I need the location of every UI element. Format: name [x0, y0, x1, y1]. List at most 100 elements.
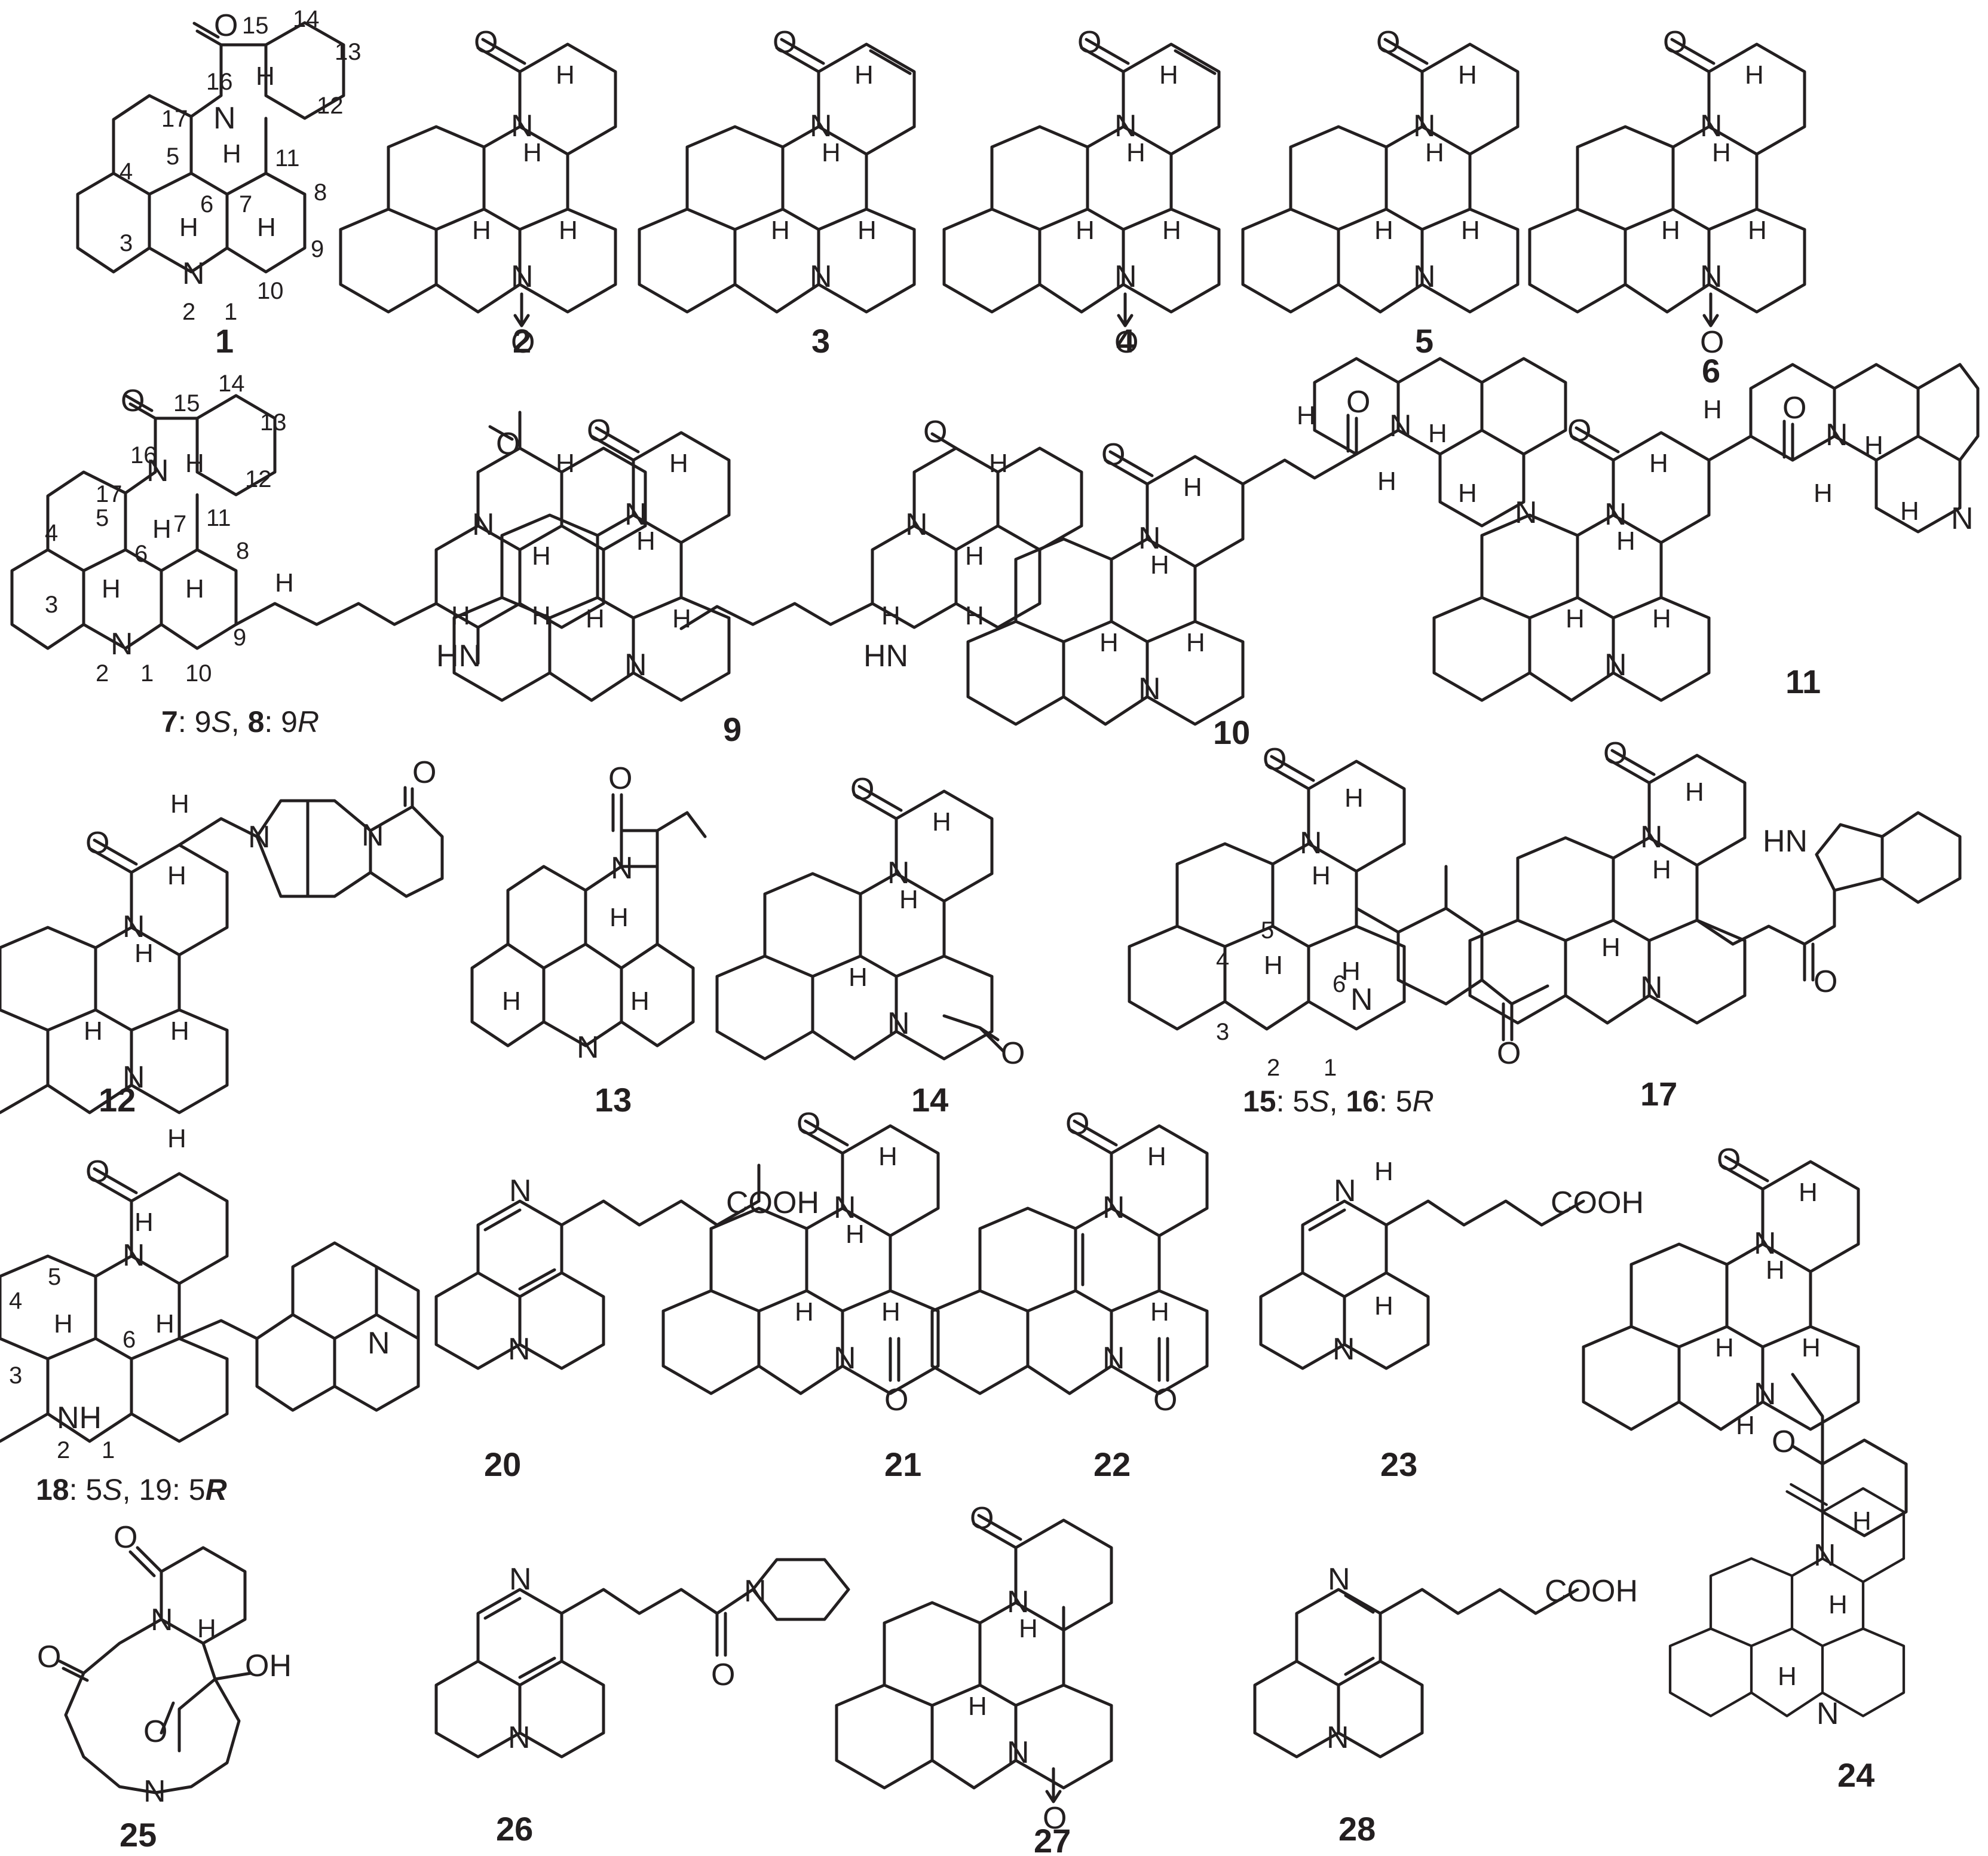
position-5: 5	[96, 505, 109, 531]
position-10: 10	[257, 278, 284, 304]
h-label: H	[167, 861, 186, 890]
compound-label-27: 27	[1034, 1822, 1071, 1856]
indoline-nitrogen: N	[1350, 982, 1373, 1017]
h-label: H	[857, 216, 877, 245]
compound-25-structure: O N O O N OH H	[37, 1520, 292, 1809]
carbonyl-oxygen: O	[496, 427, 520, 461]
pyridone-nitrogen: N	[362, 818, 384, 853]
h-label: H	[586, 604, 605, 633]
h-label: H	[636, 526, 655, 556]
n-oxide-oxygen: O	[1114, 325, 1138, 360]
carbonyl-oxygen: O	[1603, 736, 1627, 771]
compound-26-structure: N N N O	[434, 1558, 850, 1759]
carbonyl-oxygen: O	[1376, 25, 1400, 60]
compound-label-23: 23	[1380, 1445, 1417, 1483]
lactam-nitrogen: N	[1640, 820, 1663, 855]
amine-nitrogen: N	[182, 256, 205, 291]
amine-nitrogen: N	[1114, 259, 1137, 294]
h-label: H	[1162, 216, 1181, 245]
compound-label-25: 25	[120, 1816, 157, 1854]
h-label: H	[1652, 604, 1671, 633]
ketone-oxygen: O	[143, 1714, 167, 1749]
position-3: 3	[1216, 1019, 1229, 1045]
h-label: H	[609, 903, 629, 932]
h-label: H	[854, 60, 874, 90]
position-4: 4	[9, 1288, 22, 1314]
h-label: H	[932, 807, 951, 837]
compound-14-structure: O N N O H H H	[717, 772, 1025, 1071]
position-14: 14	[218, 370, 245, 397]
carbonyl-oxygen: O	[1153, 1383, 1177, 1417]
carbonyl-oxygen: O	[1346, 385, 1370, 419]
h-label: H	[256, 62, 275, 91]
lactam-nitrogen: N	[1754, 1226, 1776, 1261]
h-label: H	[1126, 138, 1145, 167]
julolidine-nitrogen: N	[508, 1332, 531, 1367]
lactam-nitrogen: N	[213, 101, 236, 136]
carbonyl-oxygen: O	[587, 414, 611, 448]
lactam-nitrogen: N	[1102, 1190, 1125, 1225]
h-label: H	[1566, 604, 1585, 633]
lactam-nitrogen: N	[1300, 826, 1322, 860]
h-label: H	[1374, 216, 1393, 245]
lactam-nitrogen: N	[1604, 497, 1627, 532]
position-9: 9	[311, 236, 324, 262]
compound-9-structure: O N N O N HN H H H H H H H H	[454, 414, 1083, 700]
amide-oxygen: O	[711, 1658, 735, 1692]
h-label: H	[532, 541, 551, 571]
h-label: H	[170, 789, 189, 819]
h-label: H	[881, 1297, 900, 1327]
h-label: H	[965, 541, 984, 571]
h-label: H	[672, 604, 691, 633]
position-2: 2	[96, 660, 109, 687]
carbonyl-oxygen: O	[773, 25, 797, 60]
compound-label-5: 5	[1415, 322, 1433, 360]
h-label: H	[1461, 216, 1480, 245]
lactam-nitrogen: N	[1389, 409, 1412, 443]
amine-nitrogen: N	[810, 259, 832, 294]
position-10: 10	[185, 660, 212, 687]
position-3: 3	[45, 592, 58, 618]
position-14: 14	[293, 6, 320, 32]
position-4: 4	[120, 158, 133, 185]
compound-22-structure: O N N O H H	[932, 1107, 1207, 1417]
imine-nitrogen: N	[1328, 1562, 1350, 1597]
h-label: H	[556, 449, 575, 478]
h-label: H	[1341, 957, 1361, 986]
h-label: H	[1799, 1178, 1818, 1207]
h-label: H	[170, 1016, 189, 1046]
position-2: 2	[1267, 1055, 1280, 1081]
h-label: H	[1661, 216, 1680, 245]
carbonyl-oxygen: O	[970, 1501, 994, 1536]
secondary-amine: HN	[436, 639, 481, 673]
compound-13-structure: O N N H H H	[470, 761, 707, 1065]
position-7: 7	[173, 511, 186, 537]
carbonyl-oxygen: O	[114, 1520, 137, 1555]
position-8: 8	[236, 538, 249, 564]
position-2: 2	[182, 299, 195, 325]
compound-label-17: 17	[1640, 1075, 1677, 1113]
carbonyl-oxygen: O	[214, 8, 238, 43]
acetyl-oxygen: O	[1497, 1036, 1521, 1071]
amine-nitrogen: N	[1700, 259, 1723, 294]
h-label: H	[878, 1142, 897, 1171]
compound-18-19-structure: O N NH N 5 4 3 2 1 6 H H H H	[0, 1124, 420, 1463]
carbonyl-oxygen: O	[1567, 414, 1591, 448]
carbonyl-oxygen: O	[1263, 742, 1286, 777]
amine-nitrogen: N	[1817, 1696, 1839, 1731]
position-8: 8	[314, 179, 327, 206]
h-label: H	[795, 1297, 814, 1327]
julolidine-nitrogen: N	[1333, 1332, 1355, 1367]
compound-27-structure: O N N O H H	[837, 1501, 1111, 1836]
amine-nitrogen: N	[111, 627, 133, 661]
h-label: H	[502, 987, 521, 1016]
h-label: H	[1748, 216, 1767, 245]
carbonyl-oxygen: O	[474, 25, 498, 60]
carbonyl-oxygen: O	[923, 415, 947, 449]
caption-18-19: 18: 5S, 19: 5R	[36, 1473, 227, 1506]
compound-21-structure: O N N O H H H H	[663, 1107, 938, 1417]
ketone-oxygen: O	[1814, 964, 1837, 999]
h-label: H	[1374, 1157, 1393, 1186]
h-label: H	[185, 574, 204, 604]
carbonyl-oxygen: O	[1782, 391, 1806, 425]
